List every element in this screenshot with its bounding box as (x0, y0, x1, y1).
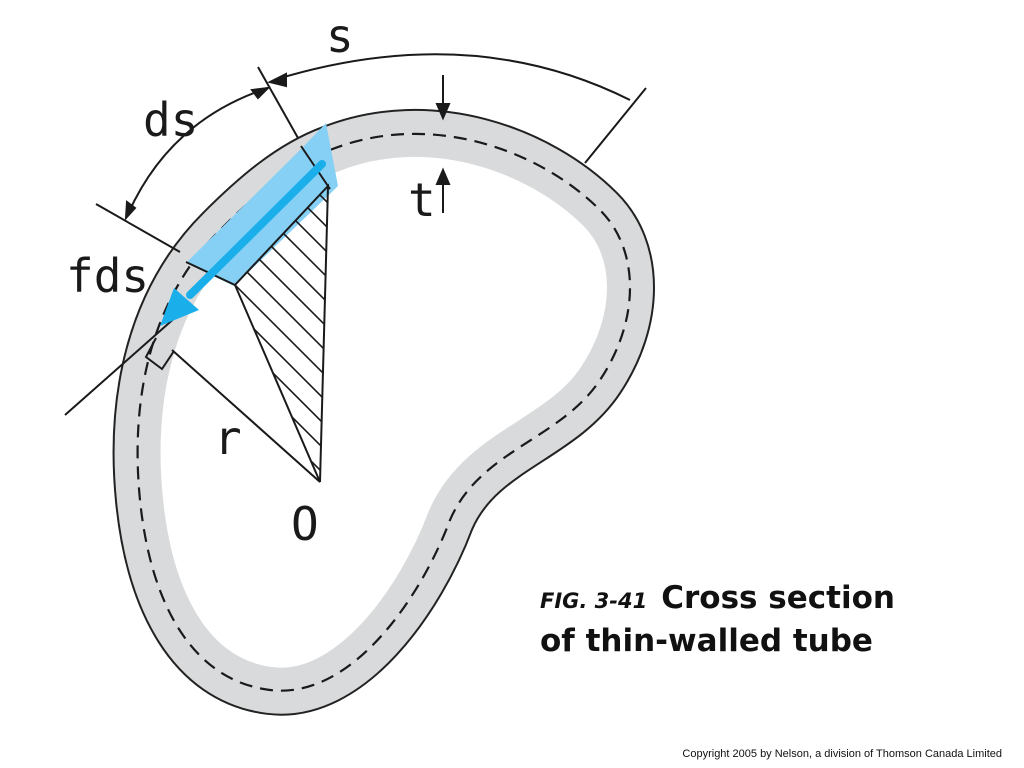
label-ds: ds (143, 93, 198, 147)
label-fds: fds (66, 249, 149, 303)
label-t: t (408, 173, 436, 227)
tube-wall (112, 108, 655, 716)
t-dimension (435, 75, 451, 213)
right-angle-marker (144, 337, 175, 371)
radius-line-r (171, 349, 321, 483)
figure-caption: FIG. 3-41 Cross section of thin-walled tu… (540, 578, 895, 661)
copyright-notice: Copyright 2005 by Nelson, a division of … (682, 748, 1002, 760)
ds-dimension (95, 66, 299, 253)
label-r: r (214, 411, 242, 465)
shear-flow-arrow (160, 160, 326, 326)
label-origin: O (291, 497, 319, 551)
s-dimension (267, 53, 647, 164)
caption-title-line1: Cross section (661, 580, 895, 616)
tangent-line (64, 307, 187, 416)
tube-midline (136, 132, 631, 692)
caption-title-line2: of thin-walled tube (540, 623, 873, 659)
label-s: s (326, 9, 354, 63)
element-ds-highlight (186, 123, 338, 286)
figure-number: FIG. 3-41 (540, 589, 648, 613)
